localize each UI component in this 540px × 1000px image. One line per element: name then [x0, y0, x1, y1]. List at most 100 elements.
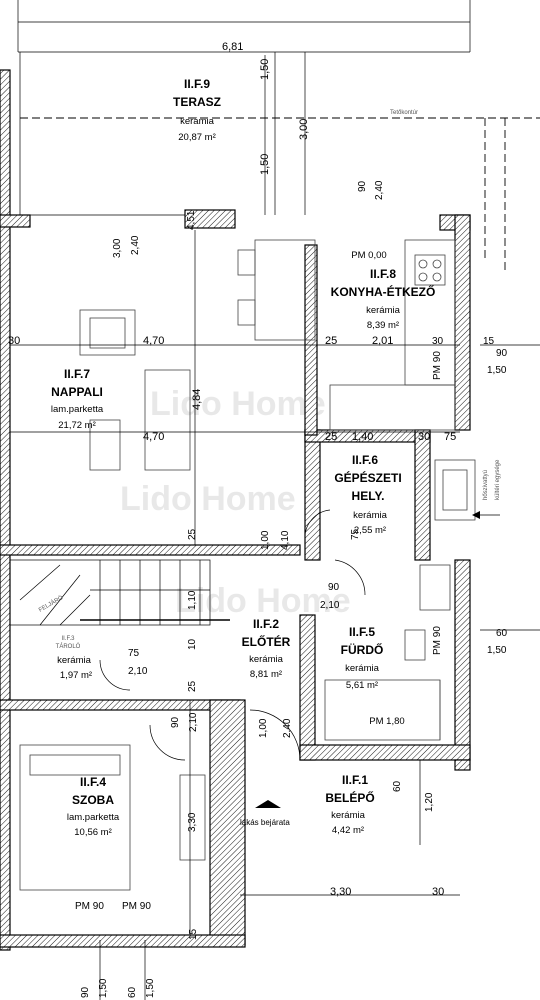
dim-60a: 60 [496, 628, 508, 639]
entrance-marker-icon [255, 800, 281, 808]
dim-210c: 2,10 [188, 712, 199, 732]
svg-text:TÁROLÓ: TÁROLÓ [56, 643, 81, 650]
dim-201: 2,01 [372, 335, 393, 347]
dim-90b: 90 [496, 348, 508, 359]
dim-90e: 90 [80, 986, 91, 998]
dim-451: 4,51 [186, 210, 197, 230]
dim-100b: 1,00 [258, 718, 269, 738]
room-nappali: II.F.7 NAPPALI lam.parketta 21,72 m² [51, 367, 104, 431]
svg-text:SZOBA: SZOBA [72, 793, 114, 807]
svg-text:8,81 m²: 8,81 m² [250, 669, 282, 680]
dim-410: 4,10 [280, 530, 291, 550]
svg-text:kerámia: kerámia [345, 663, 380, 674]
dim-330b: 3,30 [330, 886, 351, 898]
dimension-lines [10, 55, 540, 1000]
svg-text:GÉPÉSZETI: GÉPÉSZETI [334, 470, 401, 485]
dim-75b: 75 [350, 528, 361, 540]
bathroom-furniture [324, 564, 451, 741]
svg-text:II.F.3: II.F.3 [61, 636, 75, 642]
pm-90d: PM 90 [432, 626, 443, 655]
dim-120: 1,20 [424, 792, 435, 812]
svg-text:kerámia: kerámia [180, 116, 215, 127]
svg-text:PM 1,80: PM 1,80 [369, 716, 404, 727]
dim-10: 10 [187, 638, 198, 650]
dim-240c: 2,40 [282, 718, 293, 738]
dim-75a: 75 [444, 431, 456, 443]
svg-text:kerámia: kerámia [353, 510, 388, 521]
room-belepo: II.F.1 BELÉPŐ kerámia 4,42 m² [325, 773, 374, 836]
svg-text:2,55 m²: 2,55 m² [354, 525, 386, 536]
watermark-text-2: Lido Home [120, 480, 296, 518]
svg-text:TERASZ: TERASZ [173, 95, 221, 109]
dim-470a: 4,70 [143, 335, 164, 347]
svg-text:1,97 m²: 1,97 m² [60, 670, 92, 681]
svg-text:II.F.4: II.F.4 [80, 775, 106, 789]
dim-300b: 3,00 [112, 238, 123, 258]
watermark-text-3: Lido Home [175, 582, 351, 620]
svg-text:NAPPALI: NAPPALI [51, 385, 103, 399]
room-konyha: PM 0,00 II.F.8 KONYHA-ÉTKEZŐ kerámia 8,3… [331, 250, 436, 331]
dim-210b: 2,10 [128, 666, 148, 677]
svg-text:II.F.2: II.F.2 [253, 617, 279, 631]
dim-150b: 1,50 [259, 154, 271, 175]
dim-15: 15 [483, 336, 495, 347]
svg-text:HELY.: HELY. [352, 489, 385, 503]
dim-75c: 75 [128, 648, 140, 659]
terrace-outline [17, 0, 540, 270]
dim-30d: 30 [432, 886, 444, 898]
svg-text:20,87 m²: 20,87 m² [178, 132, 216, 143]
svg-text:kerámia: kerámia [331, 810, 366, 821]
kitchen-furniture [237, 239, 456, 431]
svg-text:II.F.6: II.F.6 [352, 453, 378, 467]
svg-text:21,72 m²: 21,72 m² [58, 420, 96, 431]
doors [99, 509, 366, 761]
svg-text:KONYHA-ÉTKEZŐ: KONYHA-ÉTKEZŐ [331, 284, 436, 299]
dim-60c: 60 [127, 986, 138, 998]
room-furdo: II.F.5 FÜRDŐ kerámia 5,61 m² PM 1,80 [341, 625, 405, 727]
dim-150c: 1,50 [487, 365, 507, 376]
pm-90a: PM 90 [75, 901, 104, 912]
watermark-text: Lido Home [150, 385, 326, 423]
svg-text:kerámia: kerámia [57, 655, 92, 666]
dim-25a: 25 [325, 335, 337, 347]
dim-30b: 30 [432, 336, 444, 347]
dim-150d: 1,50 [487, 645, 507, 656]
exterior-walls [0, 69, 471, 951]
dim-110: 1,10 [187, 590, 198, 610]
svg-text:II.F.9: II.F.9 [184, 77, 210, 91]
svg-text:8,39 m²: 8,39 m² [367, 320, 399, 331]
room-eloter: II.F.2 ELŐTÉR kerámia 8,81 m² [242, 617, 291, 680]
dim-90c: 90 [328, 582, 340, 593]
pm-90b: PM 90 [122, 901, 151, 912]
svg-text:FÜRDŐ: FÜRDŐ [341, 642, 384, 657]
dim-25b: 25 [325, 431, 337, 443]
dim-90a: 90 [357, 180, 368, 192]
pm-90c: PM 90 [432, 351, 443, 380]
room-szoba: II.F.4 SZOBA lam.parketta 10,56 m² [67, 775, 120, 838]
svg-text:PM 0,00: PM 0,00 [351, 250, 386, 261]
dim-30c: 30 [418, 431, 430, 443]
dim-150f: 1,50 [145, 978, 156, 998]
heat-pump-label-1: hőszivattyú [483, 470, 489, 500]
svg-text:II.F.5: II.F.5 [349, 625, 375, 639]
svg-text:4,42 m²: 4,42 m² [332, 825, 364, 836]
dim-140: 1,40 [352, 431, 373, 443]
svg-text:II.F.1: II.F.1 [342, 773, 368, 787]
dim-25c: 25 [187, 528, 198, 540]
dim-150e: 1,50 [98, 978, 109, 998]
heat-pump-unit [434, 459, 500, 521]
svg-text:II.F.8: II.F.8 [370, 267, 396, 281]
room-terasz: II.F.9 TERASZ kerámia 20,87 m² [173, 77, 221, 143]
dim-15b: 15 [188, 928, 199, 940]
room-tarolo: II.F.3 TÁROLÓ kerámia 1,97 m² [56, 636, 92, 681]
roof-contour-label: Tetőkontúr [390, 110, 418, 116]
entrance-label: lakás bejárata [240, 818, 290, 827]
dim-240a: 2,40 [374, 180, 385, 200]
svg-text:kerámia: kerámia [366, 305, 401, 316]
living-furniture [79, 309, 191, 471]
svg-text:kerámia: kerámia [249, 654, 284, 665]
heat-pump-label-2: kültéri egysége [495, 459, 501, 500]
svg-text:BELÉPŐ: BELÉPŐ [325, 790, 374, 805]
dim-681: 6,81 [222, 41, 243, 53]
dim-60b: 60 [392, 780, 403, 792]
